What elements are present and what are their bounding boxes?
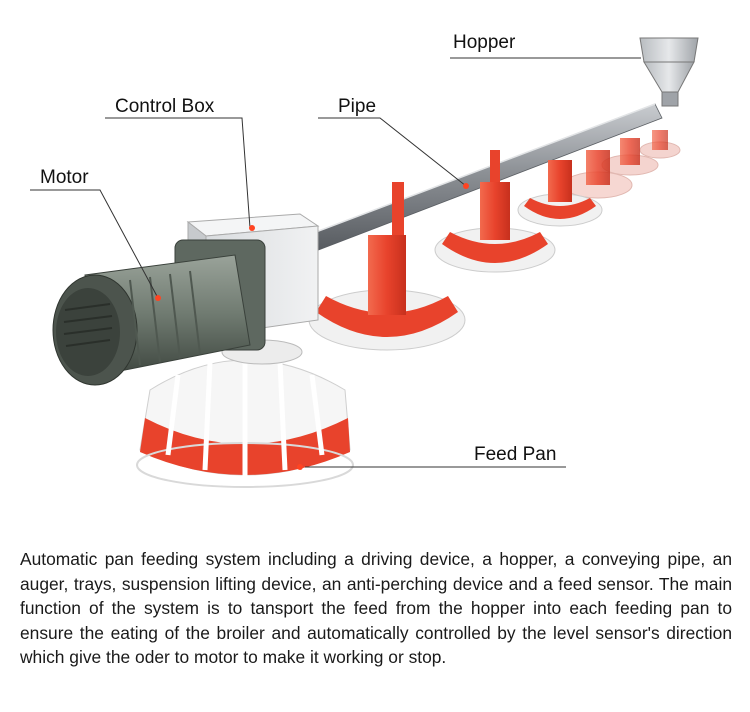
hopper-graphic	[639, 37, 699, 107]
feed-pan-dot	[297, 464, 303, 470]
control-box-label: Control Box	[115, 96, 215, 117]
callout-leaders	[30, 57, 641, 468]
feed-pan-3	[434, 150, 556, 273]
pipe-label: Pipe	[338, 96, 377, 117]
motor-label: Motor	[40, 167, 89, 188]
control-box-leader	[105, 117, 251, 229]
pipe-dot	[463, 183, 469, 189]
motor-graphic	[52, 239, 266, 386]
feed-pan-7	[639, 130, 681, 159]
control-box-dot	[249, 225, 255, 231]
feed-pan-mid-group	[308, 150, 603, 351]
motor-leader	[30, 189, 159, 299]
motor-dot	[155, 295, 161, 301]
feeding-system-illustration	[30, 37, 699, 488]
pipe-leader	[318, 117, 467, 187]
feed-pan-4	[517, 160, 603, 227]
feed-pan-6	[601, 138, 659, 176]
feed-pan-label: Feed Pan	[474, 444, 557, 465]
description-text: Automatic pan feeding system including a…	[20, 549, 732, 668]
callout-dots	[155, 183, 469, 470]
feed-pan-2	[308, 182, 466, 351]
hopper-label: Hopper	[453, 32, 516, 53]
feed-pan-1	[136, 339, 354, 488]
